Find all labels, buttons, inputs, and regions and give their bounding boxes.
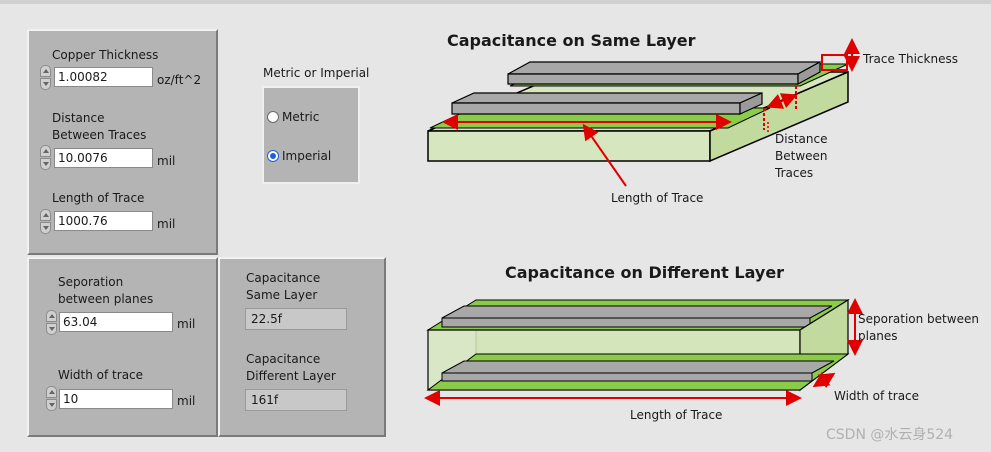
- trace-front-top: [451, 92, 763, 104]
- trace-back-front: [507, 73, 799, 85]
- width-of-trace-input[interactable]: 10: [59, 389, 173, 409]
- separation-between-planes-input[interactable]: 63.04: [59, 312, 173, 332]
- board-side: [709, 70, 849, 163]
- distance-between-traces-annotation: Distance Between Traces: [775, 132, 828, 180]
- imperial-radio-label[interactable]: Imperial: [282, 149, 332, 163]
- width-of-trace-label: Width of trace: [58, 368, 144, 382]
- watermark: CSDN @水云身524: [826, 427, 954, 443]
- increment-arrow-icon[interactable]: [40, 209, 51, 221]
- increment-arrow-icon[interactable]: [40, 145, 51, 157]
- trace-front-side: [739, 92, 763, 115]
- board-front: [427, 130, 711, 162]
- separation-spinner[interactable]: [46, 310, 57, 336]
- cap-different-layer-label: Capacitance Different Layer: [246, 352, 336, 383]
- decrement-arrow-icon[interactable]: [40, 222, 51, 234]
- units-radio-group: [262, 86, 360, 184]
- different-layer-title: Capacitance on Different Layer: [505, 263, 785, 282]
- cap-same-layer-indicator: 22.5f: [245, 308, 347, 330]
- same-layer-diagram: [427, 38, 860, 187]
- length-of-trace-spinner[interactable]: [40, 209, 51, 235]
- separation-annotation: Seporation between planes: [858, 312, 979, 343]
- same-layer-title: Capacitance on Same Layer: [447, 31, 696, 50]
- cap-different-layer-indicator: 161f: [245, 389, 347, 411]
- cap-same-layer-label: Capacitance Same Layer: [246, 271, 321, 302]
- increment-arrow-icon[interactable]: [46, 310, 57, 322]
- trace-front-face: [451, 102, 741, 115]
- trace-thickness-label: Trace Thickness: [863, 52, 958, 66]
- width-annotation: Width of trace: [834, 389, 920, 403]
- decrement-arrow-icon[interactable]: [40, 78, 51, 90]
- imperial-radio[interactable]: [267, 150, 279, 162]
- bottom-trace-top: [441, 360, 835, 374]
- different-layer-length-label: Length of Trace: [630, 408, 723, 422]
- width-of-trace-spinner[interactable]: [46, 386, 57, 412]
- length-of-trace-unit: mil: [157, 217, 176, 231]
- copper-thickness-label: Copper Thickness: [52, 48, 159, 62]
- length-of-trace-input[interactable]: 1000.76: [54, 211, 153, 231]
- separation-unit: mil: [177, 317, 196, 331]
- bottom-trace-front: [441, 372, 813, 382]
- decrement-arrow-icon[interactable]: [40, 158, 51, 170]
- different-layer-diagram: [424, 298, 863, 406]
- copper-thickness-input[interactable]: 1.00082: [54, 67, 153, 87]
- distance-between-traces-spinner[interactable]: [40, 145, 51, 171]
- distance-between-traces-unit: mil: [157, 154, 176, 168]
- increment-arrow-icon[interactable]: [40, 65, 51, 77]
- length-of-trace-label: Length of Trace: [52, 191, 145, 205]
- distance-between-traces-input[interactable]: 10.0076: [54, 148, 153, 168]
- trace-back-top: [507, 61, 821, 75]
- units-selector-label: Metric or Imperial: [263, 66, 370, 80]
- copper-thickness-spinner[interactable]: [40, 65, 51, 91]
- increment-arrow-icon[interactable]: [46, 386, 57, 398]
- trace-back-side: [797, 60, 821, 86]
- metric-radio-label[interactable]: Metric: [282, 110, 320, 124]
- decrement-arrow-icon[interactable]: [46, 399, 57, 411]
- copper-thickness-unit: oz/ft^2: [157, 73, 202, 87]
- top-trace-front: [441, 317, 811, 328]
- top-trace-top: [441, 305, 833, 319]
- width-of-trace-unit: mil: [177, 394, 196, 408]
- metric-radio[interactable]: [267, 111, 279, 123]
- decrement-arrow-icon[interactable]: [46, 323, 57, 335]
- window-top-border: [0, 0, 991, 4]
- distance-between-traces-label: Distance Between Traces: [52, 111, 147, 142]
- same-layer-length-label: Length of Trace: [611, 191, 704, 205]
- separation-between-planes-label: Seporation between planes: [58, 275, 154, 306]
